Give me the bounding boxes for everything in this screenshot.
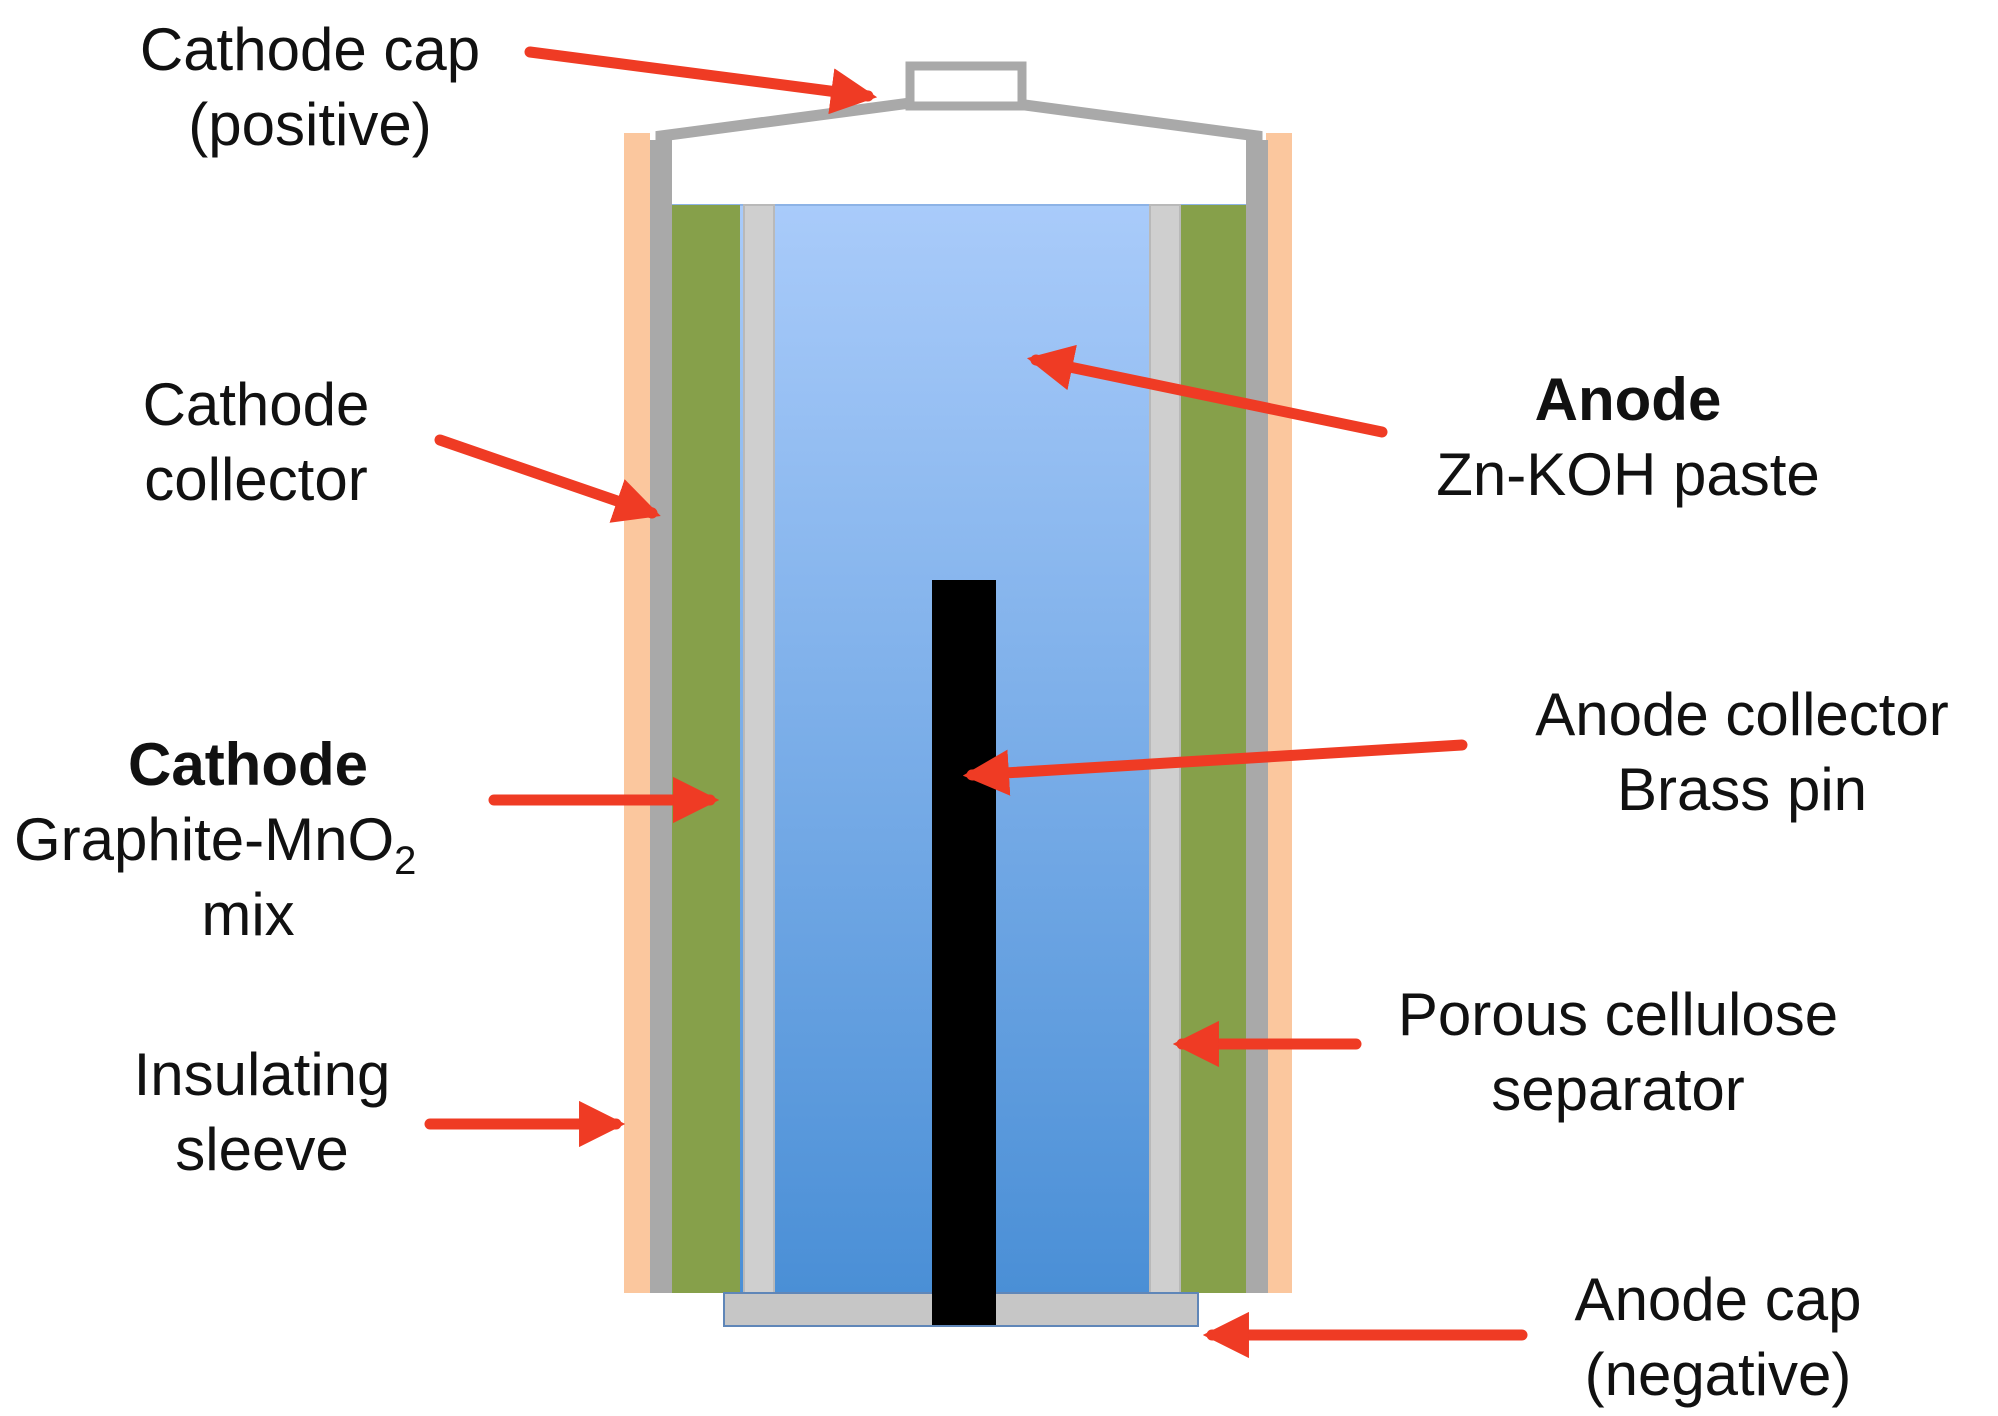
cathode-cap-label-line2: (positive) — [188, 91, 431, 158]
label-insulating-sleeve: Insulating sleeve — [134, 1041, 391, 1183]
arrow-cathode-collector — [434, 434, 661, 523]
cathode-mix-right — [1180, 205, 1246, 1293]
arrow-anode — [1026, 344, 1388, 438]
anode-collector-label-line1: Anode collector — [1535, 681, 1949, 748]
separator-label-line1: Porous cellulose — [1398, 981, 1838, 1048]
label-cathode: Cathode Graphite-MnO2 mix — [14, 731, 416, 948]
arrow-cathode-cap — [524, 46, 878, 115]
anode-collector-label-line2: Brass pin — [1617, 756, 1867, 823]
arrow-anode-collector — [962, 739, 1468, 796]
cathode-cap-terminal — [905, 61, 1027, 111]
anode-cap-label-line2: (negative) — [1585, 1341, 1852, 1408]
separator-label-line2: separator — [1491, 1056, 1744, 1123]
cathode-label-line2: Graphite-MnO2 — [14, 806, 416, 883]
cathode-collector-label-line2: collector — [144, 446, 367, 513]
cathode-collector-right — [1246, 140, 1268, 1293]
separator-right — [1149, 204, 1181, 1294]
label-anode-cap: Anode cap (negative) — [1575, 1266, 1862, 1408]
insulating-sleeve-label-line2: sleeve — [175, 1116, 348, 1183]
cathode-collector-label-line1: Cathode — [143, 371, 370, 438]
battery — [624, 61, 1292, 1327]
insulating-sleeve-right — [1266, 133, 1292, 1293]
anode-collector-pin — [932, 580, 996, 1325]
cathode-collector-left — [650, 140, 672, 1293]
anode-label-line2: Zn-KOH paste — [1436, 441, 1819, 508]
anode-cap-label-line1: Anode cap — [1575, 1266, 1862, 1333]
label-separator: Porous cellulose separator — [1398, 981, 1838, 1123]
label-anode: Anode Zn-KOH paste — [1436, 366, 1819, 508]
cathode-cap-label-line1: Cathode cap — [140, 16, 480, 83]
label-cathode-collector: Cathode collector — [143, 371, 370, 513]
separator-left — [743, 204, 775, 1294]
insulating-sleeve-left — [624, 133, 650, 1293]
cathode-mix-left — [672, 205, 740, 1293]
label-cathode-cap: Cathode cap (positive) — [140, 16, 480, 158]
cathode-label-title: Cathode — [128, 731, 368, 798]
arrows — [424, 46, 1528, 1359]
insulating-sleeve-label-line1: Insulating — [134, 1041, 391, 1108]
anode-label-title: Anode — [1535, 366, 1722, 433]
cathode-label-line3: mix — [201, 881, 294, 948]
label-anode-collector: Anode collector Brass pin — [1535, 681, 1949, 823]
